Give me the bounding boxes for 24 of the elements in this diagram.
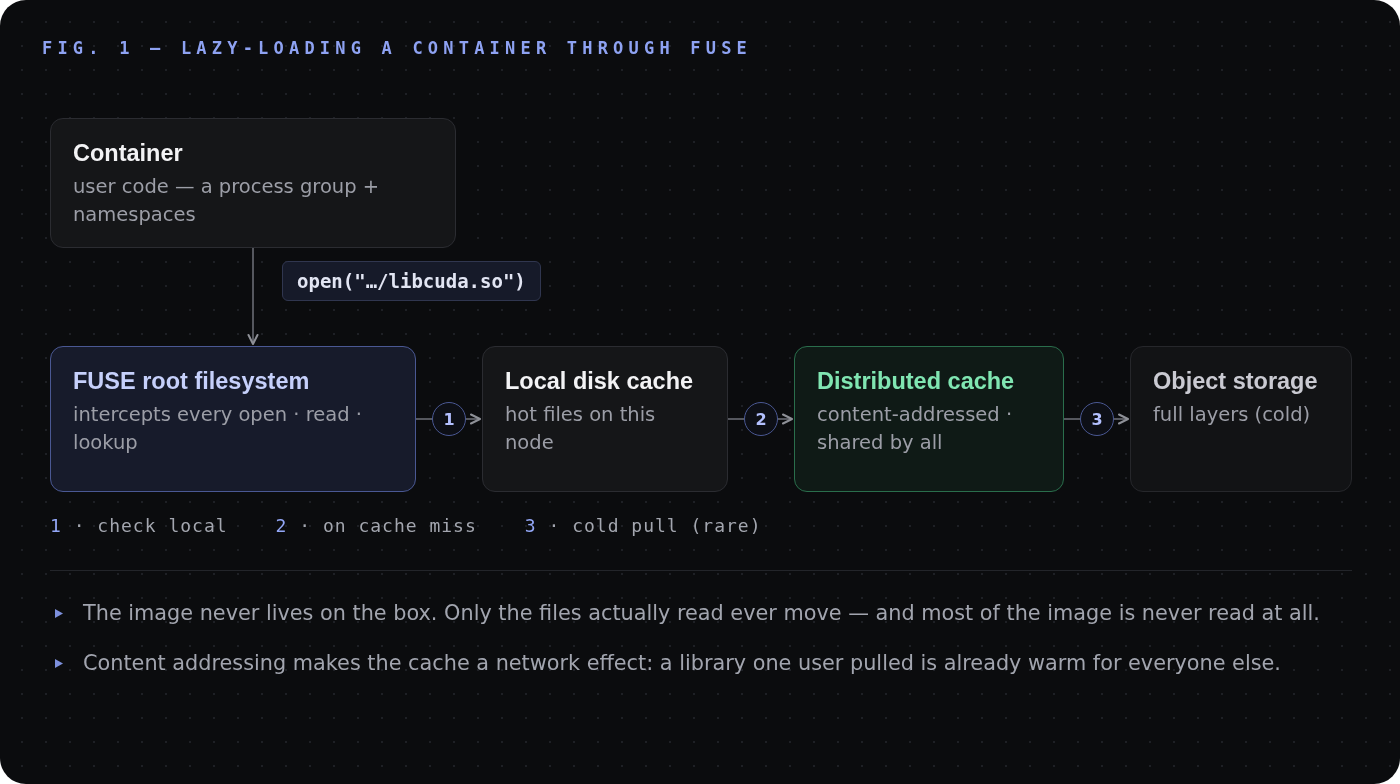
figure-title: FIG. 1 — LAZY-LOADING A CONTAINER THROUGH FUSE (42, 38, 752, 58)
step-number: 3 (1080, 402, 1114, 436)
step-number: 1 (432, 402, 466, 436)
box-title: Object storage (1153, 367, 1318, 395)
process-box (482, 346, 728, 492)
process-box (50, 118, 456, 248)
box-title: FUSE root filesystem (73, 367, 310, 395)
process-box (1130, 346, 1352, 492)
process-box (794, 346, 1064, 492)
note-text: The image never lives on the box. Only the files actually read ever move — and most of the image is never read at all. (83, 600, 1320, 627)
box-description: full layers (cold) (1153, 402, 1312, 428)
box-title: Container (73, 139, 183, 167)
note-text: Content addressing makes the cache a network effect: a library one user pulled is already warm for everyone else. (83, 650, 1281, 677)
box-description: user code — a process group + namespaces (73, 174, 381, 228)
step-key-text: 3 · cold pull (rare) (524, 514, 762, 538)
step-key-text: 2 · on cache miss (275, 514, 477, 538)
box-description: hot files on this node (505, 402, 657, 456)
box-title: Distributed cache (817, 367, 1015, 395)
process-box (50, 346, 416, 492)
box-description: intercepts every open · read · lookup (73, 402, 363, 456)
box-description: content-addressed · shared by all (817, 402, 1014, 456)
step-number: 2 (744, 402, 778, 436)
step-key-text: 1 · check local (50, 514, 228, 538)
box-title: Local disk cache (505, 367, 694, 395)
